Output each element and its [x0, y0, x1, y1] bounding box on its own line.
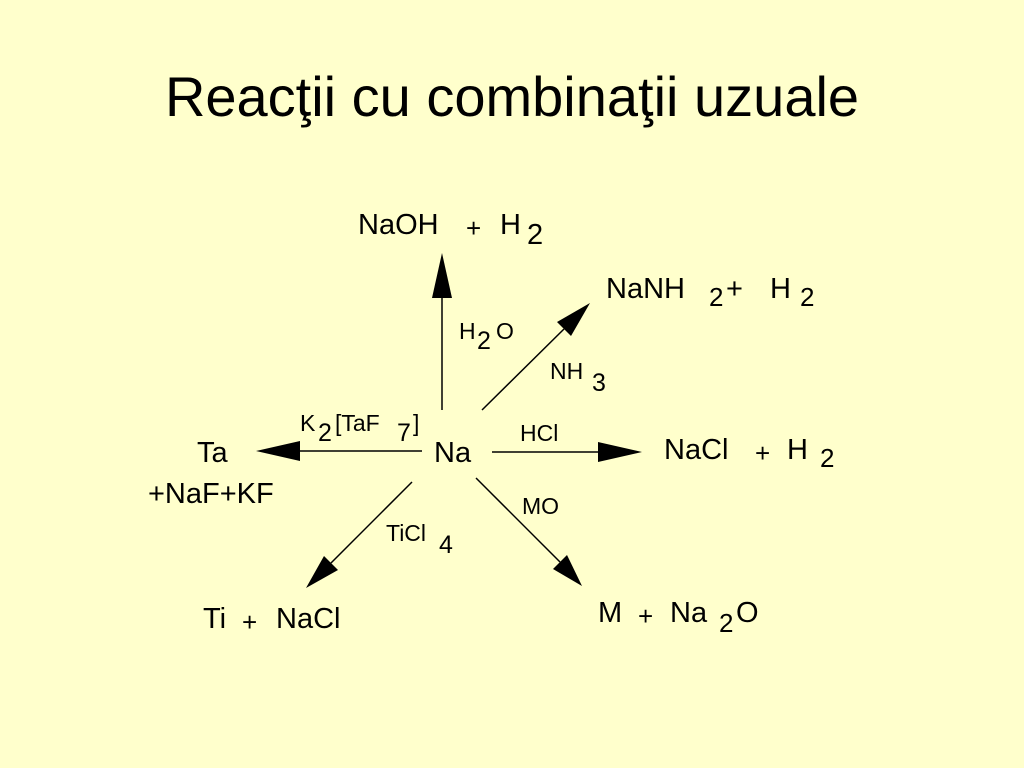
- product-right-sub: 2: [820, 443, 834, 473]
- reagent-left: K 2 [TaF 7 ]: [300, 410, 419, 447]
- product-upright-main: NaNH: [606, 273, 685, 305]
- reagent-up-o: O: [496, 318, 514, 344]
- product-right-plus: +: [755, 438, 770, 468]
- arrow-up-right: [481, 303, 590, 411]
- product-upright-sub1: 2: [709, 282, 723, 312]
- product-downright-m: M: [598, 597, 622, 629]
- product-right: NaCl + H 2: [664, 434, 834, 473]
- reagent-down-left: TiCl 4: [386, 520, 453, 559]
- reagent-left-end: ]: [413, 410, 419, 436]
- product-left-line1: Ta: [197, 437, 229, 469]
- arrow-down-left: [306, 481, 413, 588]
- product-left-line2: +NaF+KF: [148, 478, 274, 510]
- slide-title: Reacţii cu combinaţii uzuale: [164, 65, 860, 128]
- product-upright-sub2: 2: [800, 282, 814, 312]
- arrow-down-right: [475, 477, 582, 586]
- product-downright-o: O: [736, 597, 759, 629]
- reagent-downleft-sub: 4: [439, 531, 453, 559]
- reagent-left-sub1: 2: [318, 419, 332, 447]
- reagent-down-right: MO: [522, 493, 559, 519]
- reagent-upright-sub: 3: [592, 369, 606, 397]
- reagent-up-sub: 2: [477, 327, 491, 355]
- product-up-main: NaOH: [358, 209, 439, 241]
- arrow-right: [492, 442, 642, 462]
- reagent-left-k: K: [300, 410, 316, 436]
- product-upright-h: H: [770, 273, 791, 305]
- product-downleft-nacl: NaCl: [276, 603, 340, 635]
- arrow-left: [256, 441, 422, 461]
- product-upright-plus: +: [726, 273, 743, 305]
- product-downright-na: Na: [670, 597, 708, 629]
- reagent-right: HCl: [520, 420, 558, 446]
- reagent-up-h: H: [459, 318, 476, 344]
- reagent-upright-nh: NH: [550, 358, 583, 384]
- reagent-left-mid: [TaF: [335, 410, 380, 436]
- product-downright-plus: +: [638, 601, 653, 631]
- center-element: Na: [434, 437, 472, 469]
- reagent-up: H 2 O: [459, 318, 514, 355]
- reagent-left-sub2: 7: [397, 419, 411, 447]
- product-up: NaOH + H 2: [358, 209, 543, 251]
- product-up-h: H: [500, 209, 521, 241]
- product-up-plus: +: [466, 213, 481, 243]
- product-downleft-ti: Ti: [203, 603, 226, 635]
- product-right-h: H: [787, 434, 808, 466]
- product-right-main: NaCl: [664, 434, 728, 466]
- arrow-up: [432, 253, 452, 410]
- product-left: Ta +NaF+KF: [148, 437, 274, 510]
- product-downleft-plus: +: [242, 607, 257, 637]
- reagent-downleft-ticl: TiCl: [386, 520, 426, 546]
- product-down-left: Ti + NaCl: [203, 603, 340, 637]
- product-up-sub: 2: [527, 219, 543, 251]
- product-up-right: NaNH 2 + H 2: [606, 273, 814, 312]
- product-down-right: M + Na 2 O: [598, 597, 759, 638]
- product-downright-sub: 2: [719, 608, 733, 638]
- reagent-up-right: NH 3: [550, 358, 606, 397]
